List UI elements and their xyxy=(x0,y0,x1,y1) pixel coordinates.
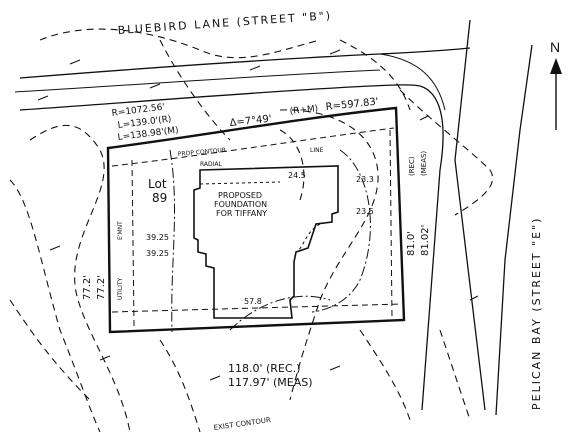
elevation-ticks xyxy=(37,49,479,381)
foundation-line-2: FOUNDATION xyxy=(214,200,267,209)
note-prop-contour: PROP CONTOUR xyxy=(178,147,227,158)
note-easement: E'MNT xyxy=(117,221,124,240)
dim-house-bottom: 57.8 xyxy=(244,297,262,306)
proposed-contours xyxy=(169,149,371,333)
dim-south-meas: 117.97' (MEAS) xyxy=(228,376,313,389)
north-label: N xyxy=(550,39,560,55)
lot-number: 89 xyxy=(152,191,167,205)
note-exist-contour: EXIST CONTOUR xyxy=(213,416,271,432)
bluebird-lane xyxy=(14,47,471,111)
foundation-outline xyxy=(193,165,339,319)
curve-rm-note: (R+M) xyxy=(289,104,318,117)
pelican-bay xyxy=(379,19,533,416)
dim-setback-right: 23.3 xyxy=(356,175,374,184)
dim-west-rec: 77.2' xyxy=(82,275,93,300)
setback-lines xyxy=(111,127,403,327)
curve-delta: Δ=7°49' xyxy=(229,114,272,129)
contour-lines xyxy=(9,28,494,432)
note-east-meas: (MEAS) xyxy=(420,151,428,176)
foundation-line-3: FOR TIFFANY xyxy=(216,209,267,218)
dim-east-meas: 81.02' xyxy=(420,225,431,256)
dim-west-meas: 77.2' xyxy=(96,275,107,300)
note-radial: RADIAL xyxy=(200,161,223,168)
street-label-right: PELICAN BAY (STREET "E") xyxy=(530,217,543,410)
note-utility: UTILITY xyxy=(117,277,124,300)
note-east-rec: (REC) xyxy=(408,156,416,176)
street-label-top: BLUEBIRD LANE (STREET "B") xyxy=(117,9,332,37)
note-line: LINE xyxy=(310,147,324,154)
dim-setback-left: 39.25 xyxy=(146,233,169,242)
dim-south-rec: 118.0' (REC.) xyxy=(228,362,300,375)
dim-setback-left2: 39.25 xyxy=(146,249,169,258)
dim-setback-right2: 23.5 xyxy=(356,207,374,216)
lot-boundary xyxy=(106,106,406,334)
lot-label: Lot xyxy=(148,177,167,191)
dim-east-rec: 81.0' xyxy=(406,231,417,256)
north-arrow xyxy=(550,58,562,130)
dim-house-top: 24.5 xyxy=(288,171,306,180)
foundation-line-1: PROPOSED xyxy=(218,191,262,200)
